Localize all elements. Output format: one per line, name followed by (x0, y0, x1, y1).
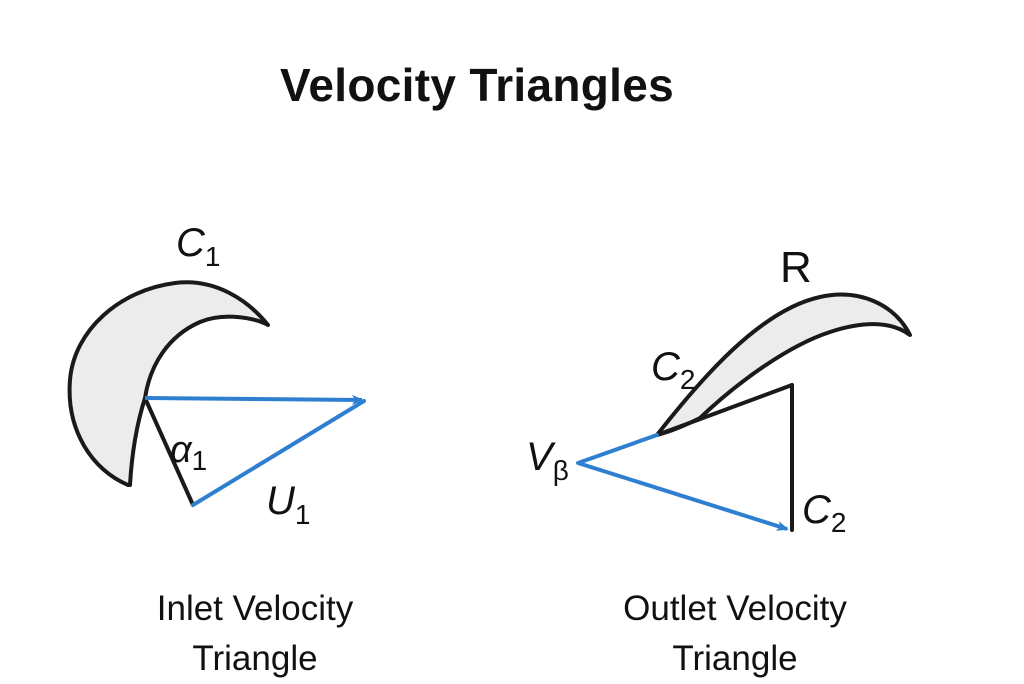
inlet-blade-velocity-vector (191, 399, 366, 507)
outlet-triangle-group: R C2 Vβ C2 (526, 243, 912, 538)
outlet-relative-velocity-vector (576, 433, 659, 465)
outlet-caption-line1: Outlet Velocity (623, 589, 847, 628)
inlet-absolute-velocity-vector (144, 394, 364, 405)
outlet-c2-upper-label: C2 (651, 345, 695, 395)
outlet-absolute-velocity-vector (577, 461, 789, 531)
outlet-caption: Outlet Velocity Triangle (580, 584, 890, 684)
inlet-black-side (143, 396, 195, 507)
diagram-title: Velocity Triangles (279, 59, 675, 111)
inlet-caption-line1: Inlet Velocity (156, 589, 354, 628)
inlet-caption-line2: Triangle (192, 639, 318, 678)
inlet-caption: Inlet Velocity Triangle (100, 584, 410, 684)
outlet-black-top-side (655, 383, 794, 437)
outlet-c2-lower-label: C2 (802, 488, 846, 538)
inlet-c1-label: C1 (176, 221, 220, 272)
outlet-caption-line2: Triangle (672, 639, 798, 678)
outlet-r-label: R (780, 243, 812, 292)
inlet-triangle-group: C1 α1 U1 (67, 221, 366, 530)
outlet-vbeta-label: Vβ (526, 435, 569, 486)
inlet-alpha1-label: α1 (170, 429, 207, 476)
inlet-u1-label: U1 (266, 479, 310, 530)
